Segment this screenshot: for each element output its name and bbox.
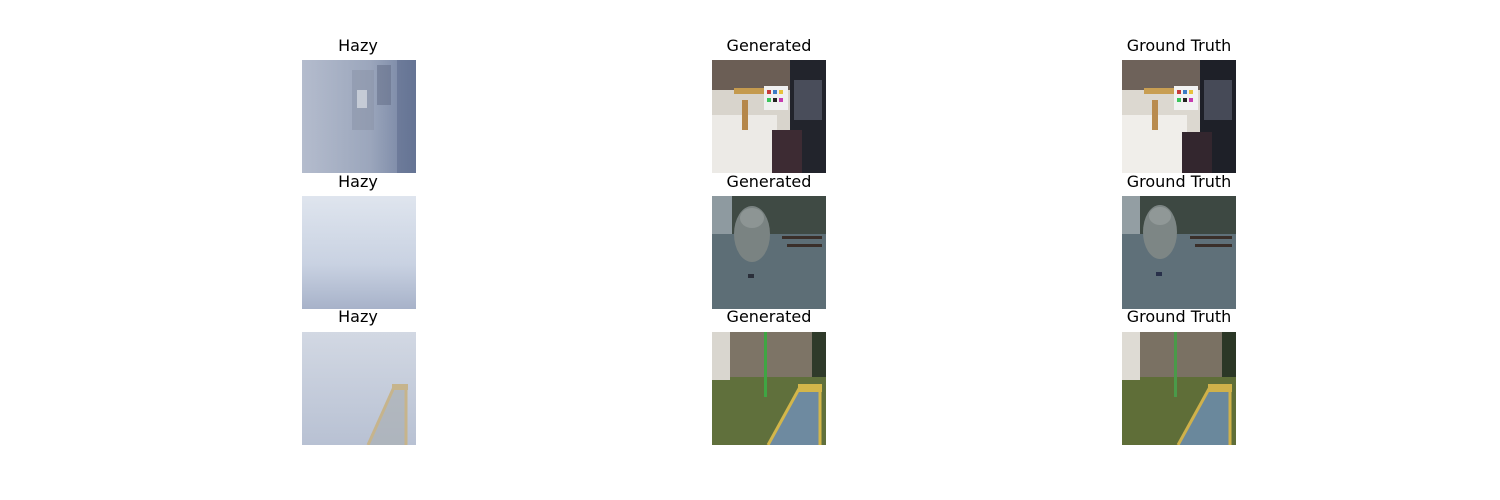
title-ground-truth-row1: Ground Truth: [1126, 36, 1232, 55]
statue-ground-truth-image: [1122, 196, 1236, 309]
minigolf-hazy-image: [302, 332, 416, 445]
title-generated-row3: Generated: [726, 307, 812, 326]
title-generated-row1: Generated: [726, 36, 812, 55]
title-generated-row2: Generated: [726, 172, 812, 191]
title-hazy-row3: Hazy: [338, 307, 378, 326]
indoor-generated-image: [712, 60, 826, 173]
title-hazy-row2: Hazy: [338, 172, 378, 191]
statue-hazy-image: [302, 196, 416, 309]
indoor-hazy-image: [302, 60, 416, 173]
indoor-ground-truth-image: [1122, 60, 1236, 173]
title-ground-truth-row3: Ground Truth: [1126, 307, 1232, 326]
title-hazy-row1: Hazy: [338, 36, 378, 55]
statue-generated-image: [712, 196, 826, 309]
title-ground-truth-row2: Ground Truth: [1126, 172, 1232, 191]
minigolf-generated-image: [712, 332, 826, 445]
minigolf-ground-truth-image: [1122, 332, 1236, 445]
